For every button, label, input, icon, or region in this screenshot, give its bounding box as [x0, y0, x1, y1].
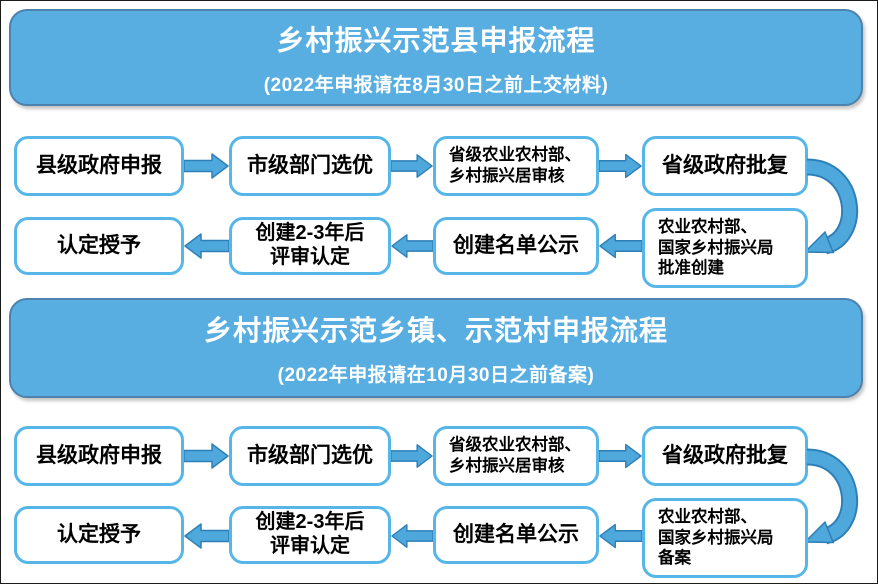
chart2-step-creation-list-publicity: 创建名单公示 — [433, 506, 599, 564]
arrow-left-icon — [599, 523, 642, 549]
arrow-left-icon — [391, 233, 433, 259]
arrow-right-icon — [184, 153, 229, 179]
chart1-step-review-after-2-3-years: 创建2-3年后 评审认定 — [229, 217, 391, 275]
chart2-header-banner: 乡村振兴示范乡镇、示范村申报流程 (2022年申报请在10月30日之前备案) — [9, 298, 863, 398]
chart1-title: 乡村振兴示范县申报流程 — [276, 24, 596, 56]
chart1-step-provincial-approval: 省级政府批复 — [642, 136, 808, 196]
chart2-step-certification-award: 认定授予 — [14, 506, 184, 564]
arrow-left-icon — [391, 523, 433, 549]
chart1-step-certification-award: 认定授予 — [14, 217, 184, 275]
chart1-step-city-dept-select: 市级部门选优 — [229, 136, 391, 196]
chart1-step-creation-list-publicity: 创建名单公示 — [433, 217, 599, 275]
u-turn-arrow-icon — [799, 151, 875, 259]
arrow-right-icon — [599, 153, 642, 179]
arrow-right-icon — [184, 443, 229, 469]
arrow-right-icon — [391, 443, 433, 469]
chart2-title: 乡村振兴示范乡镇、示范村申报流程 — [203, 315, 668, 346]
arrow-right-icon — [391, 153, 433, 179]
chart2-step-city-dept-select: 市级部门选优 — [229, 426, 391, 486]
arrow-left-icon — [599, 233, 642, 259]
u-turn-arrow-icon — [799, 441, 875, 549]
chart1-step-county-gov-apply: 县级政府申报 — [14, 136, 184, 196]
arrow-left-icon — [184, 523, 229, 549]
chart1-step-provincial-review: 省级农业农村部、 乡村振兴居审核 — [433, 136, 599, 196]
chart1-header-banner: 乡村振兴示范县申报流程 (2022年申报请在8月30日之前上交材料) — [9, 9, 863, 106]
chart2-step-provincial-review: 省级农业农村部、 乡村振兴居审核 — [433, 426, 599, 486]
arrow-left-icon — [184, 233, 229, 259]
chart1-step-national-approve-creation: 农业农村部、 国家乡村振兴局 批准创建 — [642, 208, 808, 288]
chart1-subtitle: (2022年申报请在8月30日之前上交材料) — [263, 74, 609, 96]
chart2-step-county-gov-apply: 县级政府申报 — [14, 426, 184, 486]
chart2-step-provincial-approval: 省级政府批复 — [642, 426, 808, 486]
chart2-step-national-filing: 农业农村部、 国家乡村振兴局 备案 — [642, 498, 808, 578]
chart2-subtitle: (2022年申报请在10月30日之前备案) — [277, 365, 595, 386]
arrow-right-icon — [599, 443, 642, 469]
chart2-step-review-after-2-3-years: 创建2-3年后 评审认定 — [229, 506, 391, 564]
